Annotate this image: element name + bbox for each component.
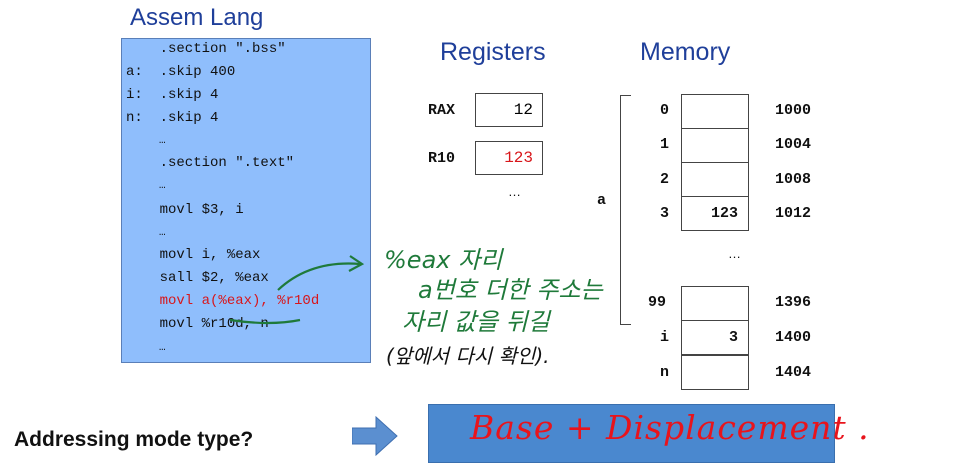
- array-label: a: [597, 192, 607, 209]
- arrow-head-icon: [348, 255, 365, 272]
- page-title: Assem Lang: [130, 4, 264, 31]
- underline-stroke: [229, 318, 301, 325]
- memory-cell: 123: [681, 196, 749, 231]
- memory-index: i: [660, 329, 670, 346]
- memory-address: 1000: [775, 102, 812, 119]
- array-bracket: [620, 95, 631, 325]
- register-name: R10: [428, 150, 456, 167]
- annotation-arrow-shaft: [277, 262, 361, 291]
- memory-cell: [681, 94, 749, 129]
- memory-cell: [681, 162, 749, 197]
- register-name: RAX: [428, 102, 456, 119]
- memory-index: 99: [648, 294, 667, 311]
- memory-address: 1400: [775, 329, 812, 346]
- memory-cell: [681, 128, 749, 163]
- annotation-line: (앞에서 다시 확인).: [386, 344, 550, 368]
- annotation-line: 자리 값을 뒤길: [402, 308, 550, 336]
- registers-ellipsis: …: [508, 184, 521, 199]
- memory-index: 3: [660, 205, 670, 222]
- answer-text: Base + Displacement .: [470, 408, 870, 447]
- code-line: movl i, %eax: [126, 247, 261, 263]
- code-ellipsis: …: [159, 342, 166, 354]
- memory-ellipsis: …: [728, 246, 741, 261]
- registers-heading: Registers: [440, 38, 546, 66]
- code-line: movl $3, i: [126, 202, 244, 218]
- memory-address: 1012: [775, 205, 812, 222]
- memory-address: 1004: [775, 136, 812, 153]
- memory-address: 1396: [775, 294, 812, 311]
- assembly-code-panel: .section ".bss" a: .skip 400 i: .skip 4 …: [121, 38, 371, 363]
- annotation-ink: [229, 255, 365, 325]
- annotation-line: a번호 더한 주소는: [418, 276, 603, 304]
- code-line: n: .skip 4: [126, 110, 219, 126]
- memory-address: 1008: [775, 171, 812, 188]
- code-line-highlighted: movl a(%eax), %r10d: [126, 293, 320, 309]
- code-line: i: .skip 4: [126, 87, 219, 103]
- memory-index: n: [660, 364, 670, 381]
- memory-heading: Memory: [640, 38, 731, 66]
- register-value: 12: [475, 93, 543, 127]
- right-arrow-icon: [352, 416, 398, 456]
- code-line: sall $2, %eax: [126, 270, 269, 286]
- code-ellipsis: …: [159, 227, 166, 239]
- code-line: .section ".bss": [126, 41, 286, 57]
- memory-index: 0: [660, 102, 670, 119]
- answer-box: [428, 404, 835, 463]
- memory-cell: [681, 355, 749, 390]
- code-ellipsis: …: [159, 180, 166, 192]
- code-line: .section ".text": [126, 155, 295, 171]
- annotation-line: %eax 자리: [384, 246, 503, 274]
- memory-index: 2: [660, 171, 670, 188]
- memory-index: 1: [660, 136, 670, 153]
- question-text: Addressing mode type?: [14, 428, 254, 451]
- register-value-highlighted: 123: [475, 141, 543, 175]
- code-line: a: .skip 400: [126, 64, 236, 80]
- memory-cell: 3: [681, 320, 749, 355]
- memory-address: 1404: [775, 364, 812, 381]
- memory-cell: [681, 286, 749, 321]
- code-ellipsis: …: [159, 135, 166, 147]
